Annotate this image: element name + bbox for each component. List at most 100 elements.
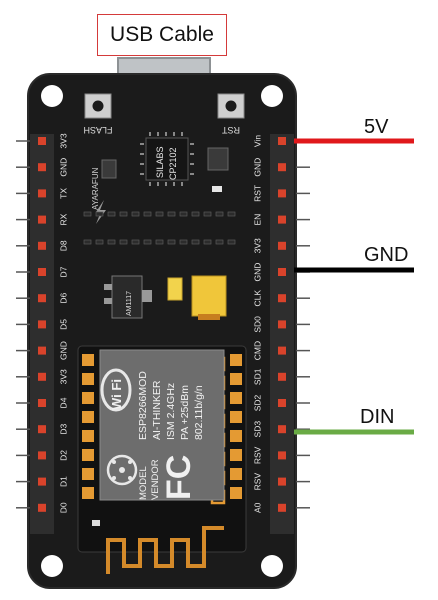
header-pin [38, 503, 46, 512]
fcc-mark: FC [160, 455, 198, 500]
module-text-line: ESP8266MOD [137, 371, 149, 440]
header-pin [38, 268, 46, 276]
pin-label: GND [252, 158, 262, 177]
pin-label: RSV [252, 446, 262, 464]
pin-label: RSV [252, 473, 262, 491]
pin-label: 3V3 [58, 133, 68, 148]
header-pin [278, 189, 286, 198]
header-pin [38, 320, 46, 329]
header-pin [278, 163, 286, 172]
wire-din-label: DIN [360, 406, 395, 428]
module-pad [230, 392, 242, 404]
pin-label: D2 [58, 450, 68, 461]
pin-label: 3V3 [58, 369, 68, 384]
voltage-regulator: AM1117 [104, 275, 152, 319]
header-pin [38, 399, 46, 407]
header-pin [278, 399, 286, 407]
pin-label: D0 [58, 502, 68, 513]
wifi-logo-text: Wi Fi [109, 379, 124, 410]
pin-label: A0 [252, 502, 262, 513]
usb-serial-chip: SILABS CP2102 [140, 132, 194, 186]
header-pin [278, 137, 286, 145]
module-text-line: PA +25dBm [179, 385, 191, 440]
module-pad [230, 373, 242, 385]
esp-module [77, 345, 247, 574]
header-pin [38, 346, 46, 355]
pin-label: CMD [252, 341, 262, 360]
pin-label: D1 [58, 476, 68, 487]
module-pad [82, 468, 94, 480]
pin-label: D8 [58, 240, 68, 251]
regulator-label: AM1117 [126, 291, 133, 316]
header-pin [278, 346, 286, 355]
header-pin [278, 372, 286, 381]
pin-label: SD2 [252, 394, 262, 411]
header-pin [38, 372, 46, 381]
module-pad [230, 449, 242, 461]
rst-label: RST [221, 125, 240, 135]
module-pad [230, 468, 242, 480]
flash-button [84, 93, 112, 119]
header-pin [38, 241, 46, 250]
fcc-mark-text: FC [160, 455, 198, 500]
module-text-line: AI-THINKER [151, 380, 163, 440]
header-pin [38, 451, 46, 460]
header-pin [278, 215, 286, 224]
wire-5v-label: 5V [364, 116, 389, 138]
pin-label: Vin [252, 135, 262, 147]
header-pin [38, 294, 46, 303]
header-pin [278, 477, 286, 486]
header-pin [278, 320, 286, 329]
usb-cable-label: USB Cable [97, 14, 227, 56]
rst-button [217, 93, 245, 119]
pin-label: SD1 [252, 368, 262, 385]
header-pin [278, 268, 286, 276]
wire-gnd-label: GND [364, 244, 409, 266]
pin-label: GND [58, 341, 68, 360]
pin-label: D6 [58, 292, 68, 303]
pin-label: D5 [58, 319, 68, 330]
pin-label: D7 [58, 266, 68, 277]
smd-resistor-rows [83, 211, 236, 245]
vendor-text-line: MODEL [138, 466, 149, 500]
capacitor-large [191, 275, 227, 317]
module-pad [82, 487, 94, 499]
header-pin [278, 503, 286, 512]
pin-label: D3 [58, 423, 68, 434]
pin-label: SD3 [252, 421, 262, 438]
module-pad [230, 354, 242, 366]
module-text-line: ISM 2.4GHz [165, 383, 177, 440]
header-pin [278, 425, 286, 434]
module-pad [230, 430, 242, 442]
module-pad [230, 411, 242, 423]
pin-label: EN [252, 214, 262, 226]
vendor-text-line: VENDOR [150, 459, 161, 500]
antenna-trace [106, 526, 224, 574]
left-header [30, 134, 54, 534]
header-pin [38, 477, 46, 486]
module-pad [82, 449, 94, 461]
flash-label: FLASH [83, 125, 112, 135]
mounting-holes [41, 85, 283, 577]
header-pin [38, 215, 46, 224]
header-pin [38, 189, 46, 198]
module-pad [82, 354, 94, 366]
capacitor-small [167, 277, 183, 301]
pin-label: GND [58, 158, 68, 177]
module-pad [82, 392, 94, 404]
wifi-logo: Wi Fi [100, 368, 132, 412]
header-pin [278, 451, 286, 460]
pin-label: GND [252, 263, 262, 282]
module-pad [82, 430, 94, 442]
right-header [270, 134, 294, 534]
module-text-line: 802.11b/g/n [193, 385, 205, 440]
chip-label-silabs: SILABS [155, 146, 165, 178]
pin-label: TX [58, 188, 68, 199]
chip-label-model: CP2102 [168, 147, 178, 180]
pin-label: D4 [58, 397, 68, 408]
module-pad [230, 487, 242, 499]
pin-label: SD0 [252, 316, 262, 333]
